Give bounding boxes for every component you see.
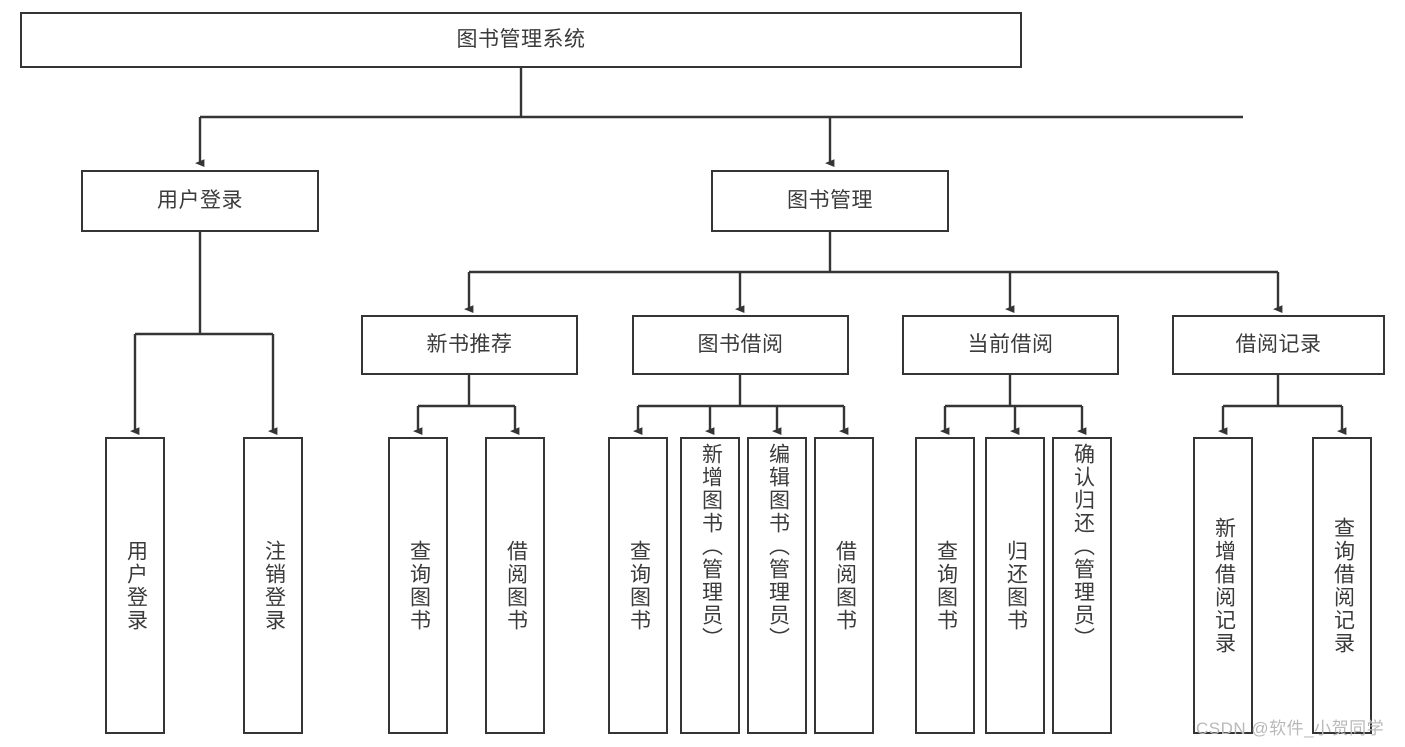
node-leaf-add-book-admin-label: 新增图书（管理员） [699, 443, 723, 650]
node-leaf-query-book-1-label: 查询图书 [407, 539, 431, 632]
node-leaf-borrow-book-2-label: 借阅图书 [833, 539, 857, 632]
node-leaf-add-book-admin[interactable]: 新增图书（管理员） [680, 437, 740, 734]
node-new-book-recommend[interactable]: 新书推荐 [361, 315, 578, 375]
node-leaf-query-book-2-label: 查询图书 [627, 539, 651, 632]
node-user-login[interactable]: 用户登录 [81, 170, 319, 232]
node-leaf-borrow-book-2[interactable]: 借阅图书 [814, 437, 874, 734]
node-borrow-record-label: 借阅记录 [1235, 333, 1322, 357]
node-leaf-query-book-2[interactable]: 查询图书 [608, 437, 668, 734]
node-leaf-user-logout-label: 注销登录 [262, 539, 286, 632]
node-book-manage-label: 图书管理 [787, 189, 873, 213]
node-leaf-return-book-label: 归还图书 [1004, 539, 1028, 632]
node-leaf-edit-book-admin-label: 编辑图书（管理员） [766, 443, 790, 650]
node-book-borrow[interactable]: 图书借阅 [632, 315, 849, 375]
node-leaf-confirm-return-admin-label: 确认归还（管理员） [1071, 443, 1095, 650]
node-leaf-add-borrow-record[interactable]: 新增借阅记录 [1193, 437, 1253, 734]
node-book-manage[interactable]: 图书管理 [711, 170, 949, 232]
node-leaf-query-book-3[interactable]: 查询图书 [915, 437, 975, 734]
node-leaf-user-logout[interactable]: 注销登录 [243, 437, 303, 734]
node-leaf-add-borrow-record-label: 新增借阅记录 [1212, 516, 1236, 655]
node-leaf-borrow-book-1-label: 借阅图书 [504, 539, 528, 632]
node-leaf-return-book[interactable]: 归还图书 [985, 437, 1045, 734]
node-borrow-record[interactable]: 借阅记录 [1172, 315, 1385, 375]
node-root-label: 图书管理系统 [456, 28, 586, 52]
csdn-watermark: CSDN @软件_小贺同学 [1196, 719, 1385, 738]
node-root[interactable]: 图书管理系统 [20, 12, 1022, 68]
node-leaf-query-book-3-label: 查询图书 [934, 539, 958, 632]
node-leaf-query-borrow-record-label: 查询借阅记录 [1331, 516, 1355, 655]
node-current-borrow-label: 当前借阅 [967, 333, 1054, 357]
node-user-login-label: 用户登录 [157, 189, 243, 213]
node-book-borrow-label: 图书借阅 [697, 333, 784, 357]
node-leaf-query-book-1[interactable]: 查询图书 [388, 437, 448, 734]
node-current-borrow[interactable]: 当前借阅 [902, 315, 1119, 375]
node-leaf-query-borrow-record[interactable]: 查询借阅记录 [1312, 437, 1372, 734]
node-leaf-user-login[interactable]: 用户登录 [105, 437, 165, 734]
node-leaf-confirm-return-admin[interactable]: 确认归还（管理员） [1052, 437, 1112, 734]
node-leaf-borrow-book-1[interactable]: 借阅图书 [485, 437, 545, 734]
node-leaf-edit-book-admin[interactable]: 编辑图书（管理员） [747, 437, 807, 734]
node-new-book-recommend-label: 新书推荐 [426, 333, 513, 357]
node-leaf-user-login-label: 用户登录 [124, 539, 148, 632]
